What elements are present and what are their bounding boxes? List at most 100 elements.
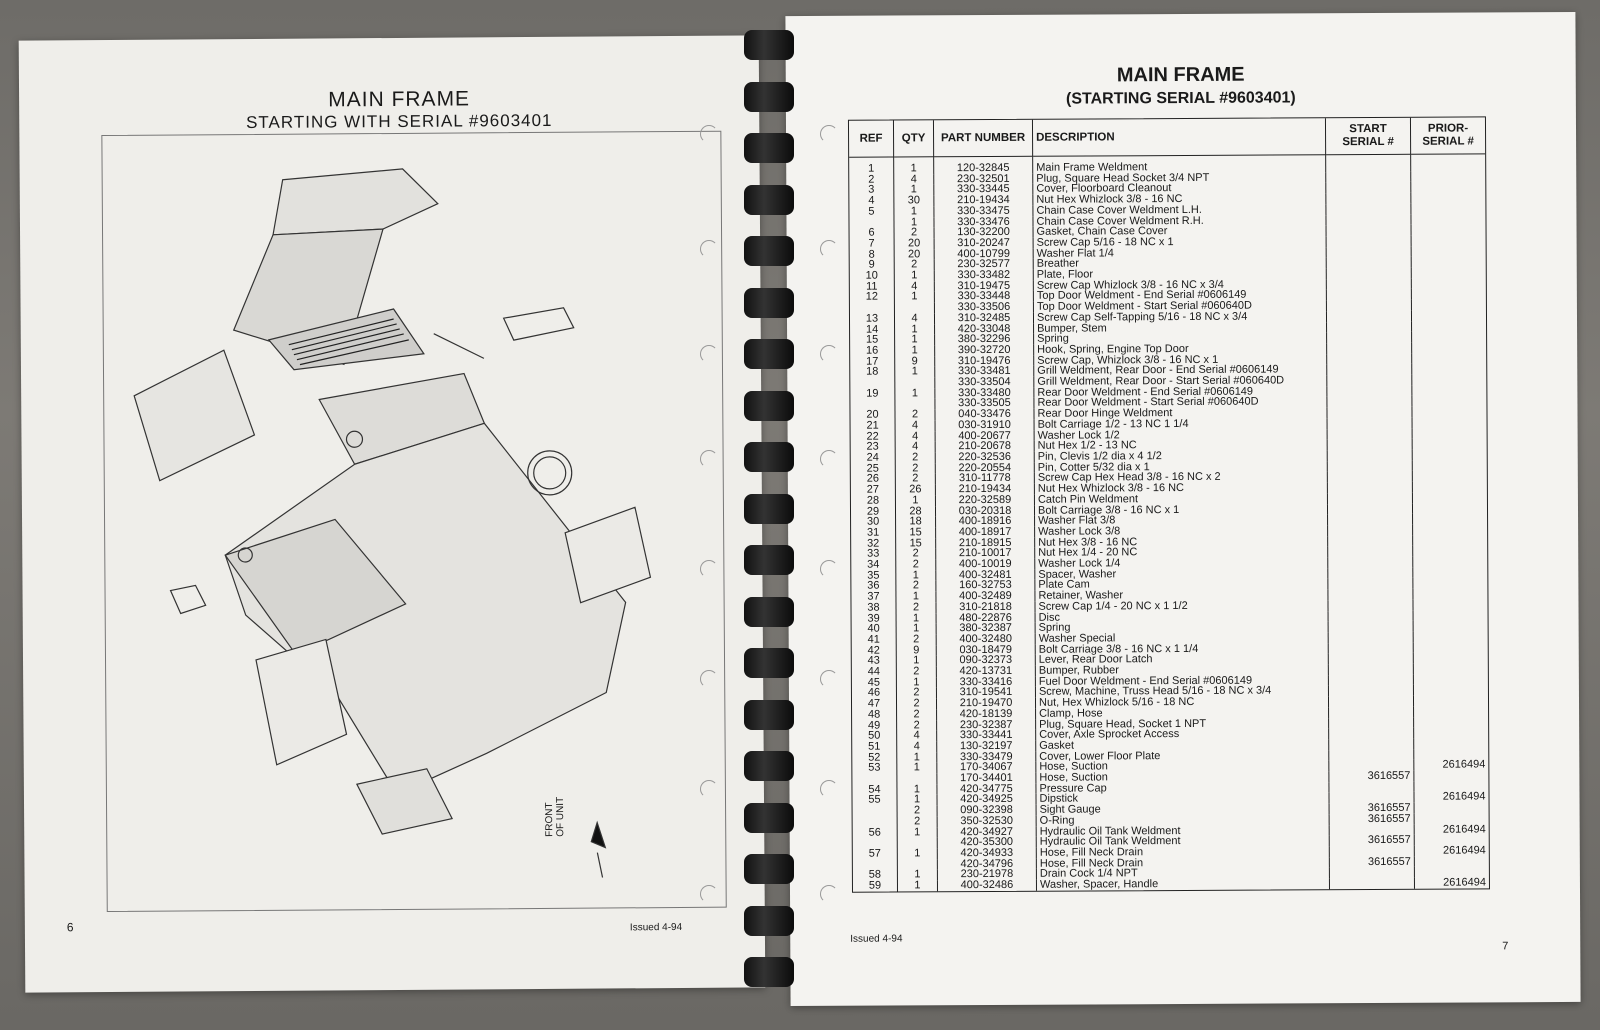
start-serial-cell	[1325, 192, 1411, 205]
prior-serial-cell	[1414, 770, 1489, 781]
punch-hole	[700, 780, 718, 798]
prior-serial-cell	[1411, 310, 1486, 321]
binding-ring	[744, 545, 794, 575]
start-serial-cell	[1327, 428, 1413, 440]
punch-hole	[700, 670, 718, 688]
binding-ring	[744, 854, 794, 884]
binding-ring	[744, 751, 794, 781]
start-serial-cell	[1326, 299, 1412, 312]
punch-hole	[820, 125, 838, 143]
part-number-cell: 120-32845	[933, 156, 1033, 174]
punch-hole	[700, 240, 718, 258]
prior-serial-cell	[1413, 696, 1488, 707]
part-number-cell: 400-32486	[937, 879, 1037, 891]
binding-ring	[744, 236, 794, 266]
start-serial-cell	[1326, 289, 1412, 301]
prior-serial-cell	[1413, 524, 1488, 535]
prior-serial-cell: 2616494	[1443, 876, 1486, 889]
parts-table: REF QTY PART NUMBER DESCRIPTION START SE…	[847, 116, 1490, 893]
ref-cell: 55	[852, 794, 898, 806]
start-serial-cell	[1326, 267, 1412, 279]
binding-ring	[744, 30, 794, 60]
start-serial-cell	[1327, 449, 1413, 461]
prior-serial-cell	[1414, 856, 1489, 867]
prior-serial-cell	[1413, 610, 1488, 621]
prior-serial-cell	[1412, 332, 1487, 343]
start-serial-cell	[1326, 342, 1412, 354]
start-serial-cell: 3616557	[1329, 856, 1415, 868]
prior-serial-cell	[1413, 578, 1488, 589]
prior-serial-cell	[1411, 225, 1486, 236]
start-serial-cell	[1327, 524, 1413, 536]
start-serial-cell	[1325, 203, 1411, 215]
col-ref: REF	[848, 120, 894, 158]
description-cell: Main Frame Weldment	[1032, 154, 1326, 174]
prior-serial-cell	[1413, 589, 1488, 600]
start-serial-cell	[1328, 728, 1414, 740]
qty-cell: 1	[897, 826, 938, 838]
ref-cell: 59	[852, 880, 898, 892]
start-serial-cell	[1327, 439, 1413, 451]
punch-hole	[820, 345, 838, 363]
prior-serial-cell	[1411, 278, 1486, 289]
start-serial-cell	[1327, 514, 1413, 526]
binding-ring	[744, 802, 794, 833]
qty-cell: 1	[894, 387, 935, 399]
binding-ring	[744, 390, 794, 421]
start-serial-cell	[1328, 685, 1414, 697]
binding-ring	[744, 957, 794, 987]
binding-ring	[744, 596, 794, 627]
start-serial-cell	[1328, 631, 1414, 643]
prior-serial-cell	[1412, 353, 1487, 364]
prior-serial-cell	[1414, 803, 1489, 814]
prior-serial-cell: 2616494	[1442, 758, 1486, 772]
start-serial-cell	[1326, 353, 1412, 365]
start-serial-cell	[1326, 278, 1412, 290]
col-prior-serial: PRIOR- SERIAL #	[1410, 117, 1486, 155]
binding-ring	[744, 184, 794, 215]
prior-serial-cell	[1411, 154, 1486, 172]
prior-serial-cell	[1413, 535, 1488, 546]
ref-cell: 53	[852, 762, 897, 774]
prior-serial-cell	[1412, 407, 1487, 418]
ref-cell: 19	[850, 387, 895, 399]
binding-ring	[744, 905, 794, 936]
prior-serial-cell	[1414, 706, 1489, 717]
start-serial-cell	[1327, 471, 1413, 483]
qty-cell: 1	[897, 847, 938, 859]
start-serial-cell	[1327, 599, 1414, 611]
start-serial-cell	[1326, 225, 1412, 237]
prior-serial-cell	[1413, 599, 1488, 610]
punch-hole	[820, 450, 838, 468]
prior-serial-cell	[1413, 514, 1488, 525]
start-serial-cell	[1327, 492, 1413, 504]
description-cell: Washer, Spacer, Handle	[1036, 878, 1330, 891]
prior-serial-cell	[1413, 621, 1488, 632]
ref-cell: 5	[849, 205, 894, 217]
prior-serial-cell	[1411, 235, 1486, 246]
prior-serial-cell	[1411, 203, 1486, 214]
start-serial-cell	[1327, 417, 1413, 429]
prior-serial-cell: 2616494	[1442, 844, 1486, 857]
right-page-subtitle: (STARTING SERIAL #9603401)	[1065, 89, 1296, 108]
start-serial-cell	[1326, 257, 1412, 269]
start-serial-cell	[1327, 546, 1413, 558]
prior-serial-cell	[1412, 385, 1487, 396]
binding-ring	[744, 493, 794, 524]
start-serial-cell	[1328, 663, 1414, 675]
prior-serial-cell	[1413, 674, 1488, 685]
binding-ring	[744, 133, 794, 163]
ref-cell	[852, 805, 898, 817]
start-serial-cell	[1326, 246, 1412, 258]
punch-hole	[700, 450, 718, 468]
punch-hole	[820, 670, 838, 688]
left-page: MAIN FRAME STARTING WITH SERIAL #9603401…	[18, 35, 766, 993]
left-page-number: 6	[66, 920, 74, 935]
prior-serial-cell	[1411, 257, 1486, 268]
binding-ring	[744, 339, 794, 369]
prior-serial-cell: 2616494	[1442, 790, 1486, 804]
prior-serial-cell	[1412, 374, 1487, 385]
right-page: MAIN FRAME (STARTING SERIAL #9603401) RE…	[785, 11, 1581, 1007]
prior-serial-cell	[1411, 171, 1486, 182]
start-serial-cell	[1326, 364, 1412, 376]
